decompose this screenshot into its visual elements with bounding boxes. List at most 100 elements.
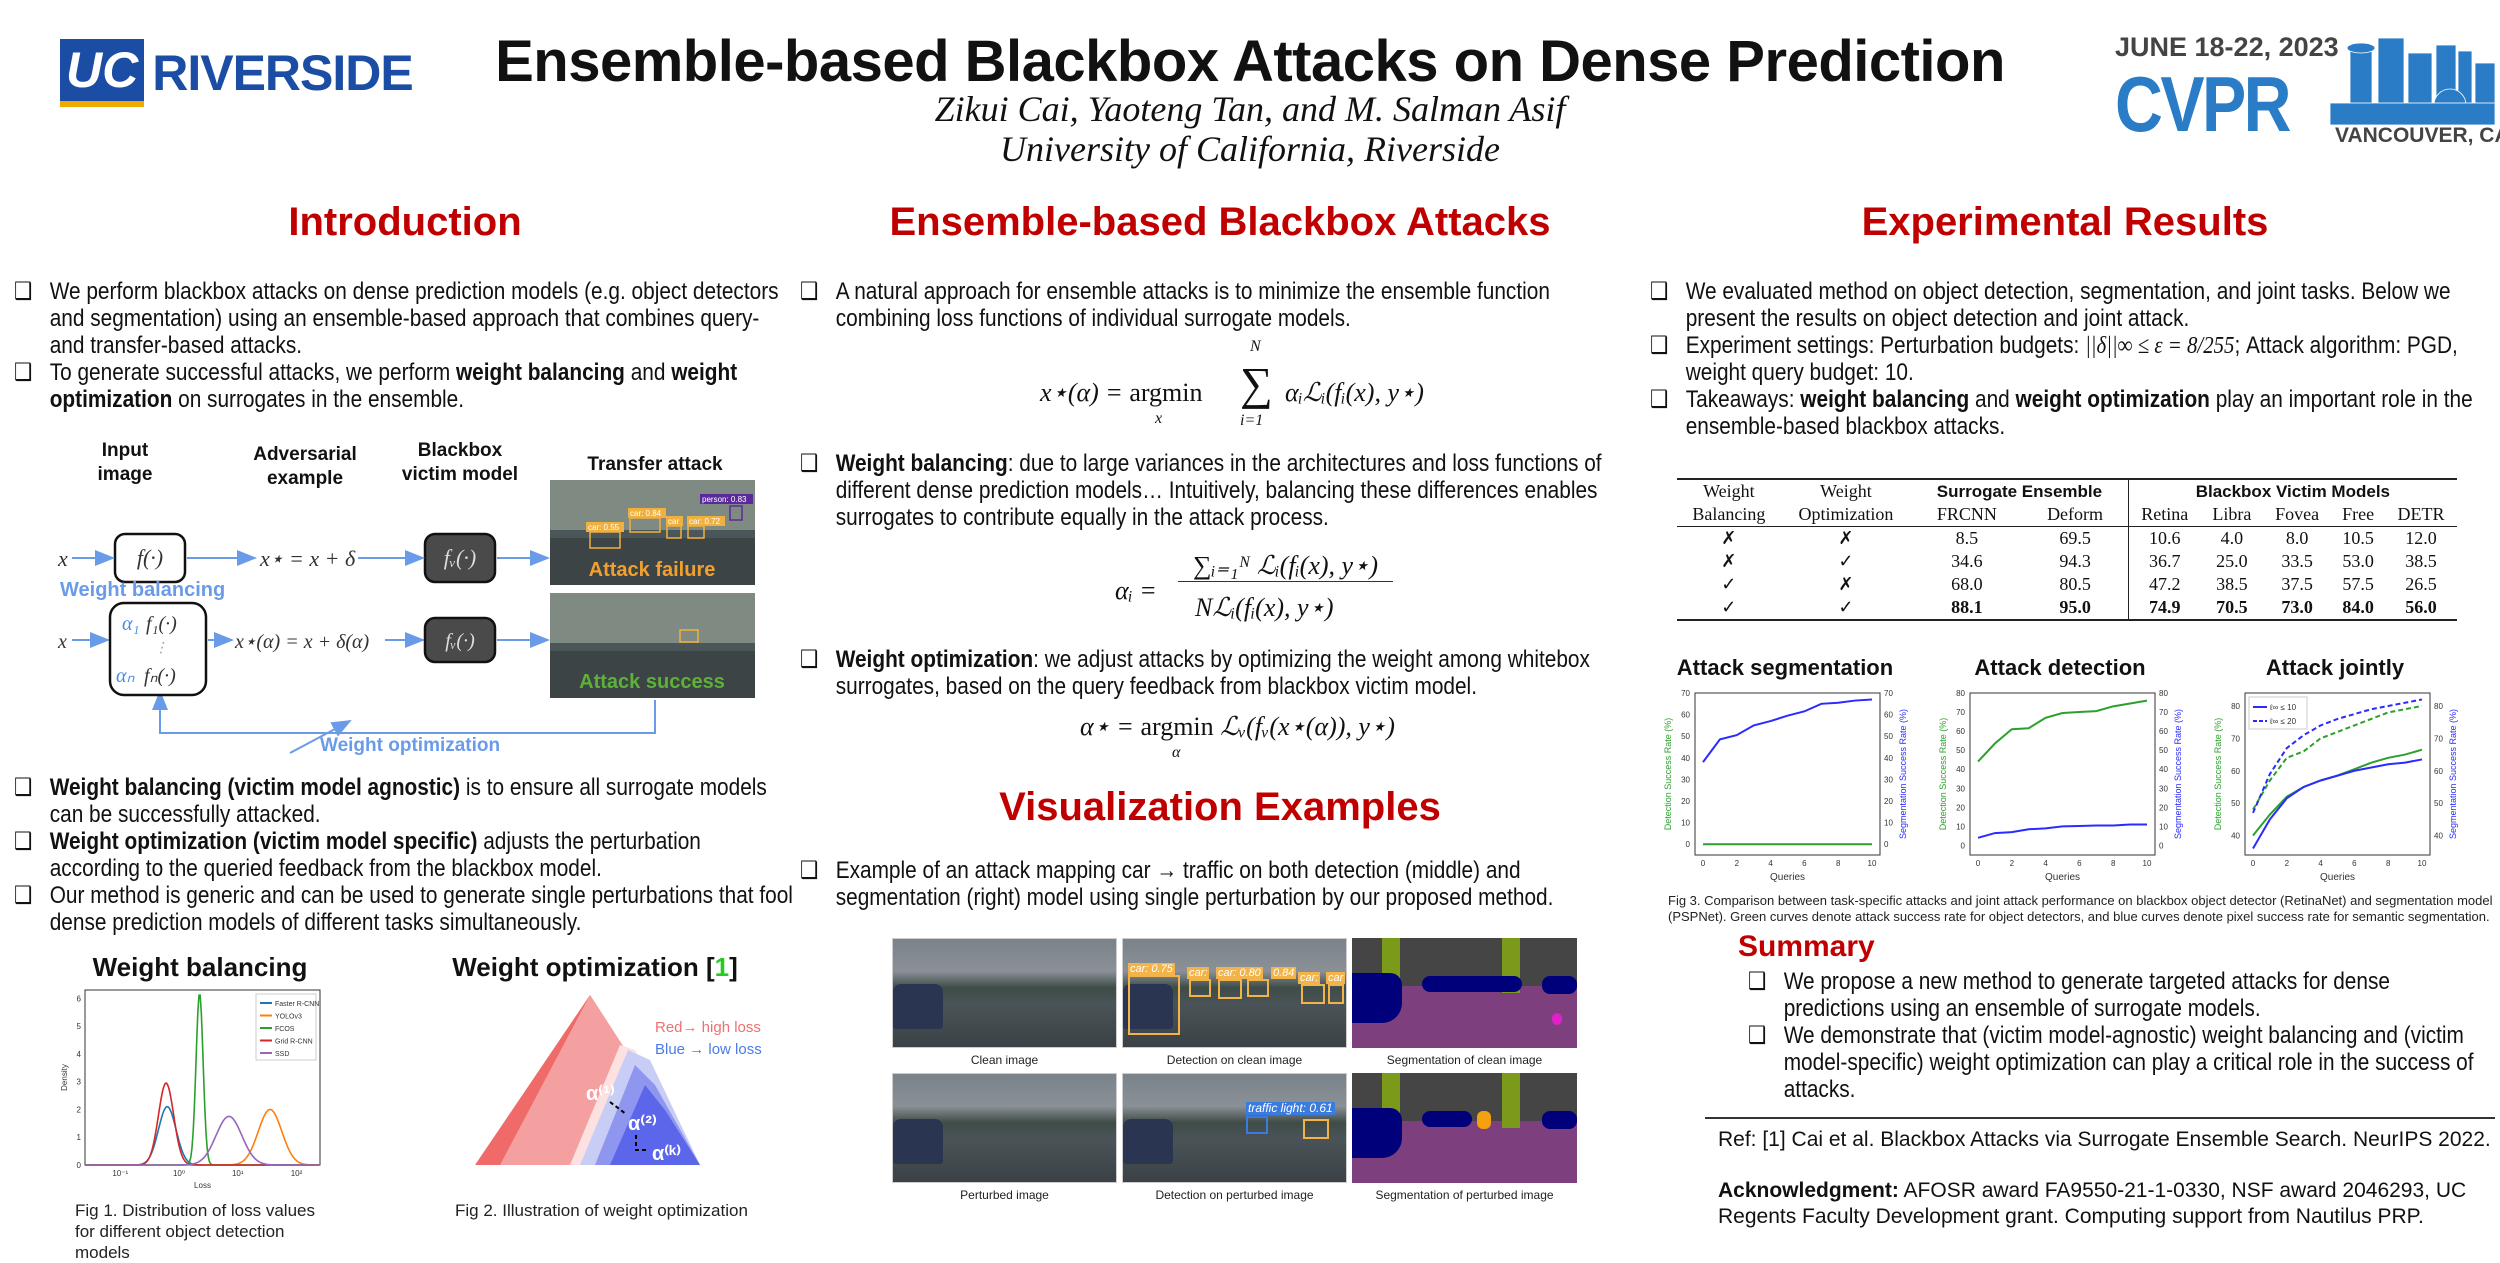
y-tick-label: 20 (1956, 803, 1965, 812)
var-x: x (57, 546, 68, 571)
det-label: car (668, 517, 679, 526)
legend-label: ℓ∞ ≤ 20 (2269, 717, 2297, 726)
checkbox-bullet-icon (14, 359, 32, 386)
y2-tick-label: 10 (1884, 819, 1893, 828)
y-tick-label: 80 (2231, 702, 2240, 711)
checkbox-bullet-icon (14, 828, 32, 855)
eq-under: x (1155, 410, 1163, 427)
y2-tick-label: 30 (2159, 784, 2168, 793)
label-transfer-attack: Transfer attack (587, 454, 723, 475)
y2-axis-label: Segmentation Success Rate (%) (2448, 709, 2458, 839)
value-cell: 68.0 (1951, 574, 1983, 594)
legend-label: FCOS (275, 1026, 295, 1033)
vis-bullets: Example of an attack mapping car → traff… (800, 857, 1610, 911)
label-victim-model: victim model (402, 464, 518, 485)
caption: Detection on perturbed image (1155, 1188, 1314, 1202)
det-label: car: (1298, 972, 1321, 984)
surrogate-f: f(·) (137, 545, 163, 570)
ucr-logo-name: RIVERSIDE (152, 45, 414, 101)
y2-tick-label: 70 (2159, 708, 2168, 717)
y-tick-label: 10 (1956, 822, 1965, 831)
section-title-summary: Summary (1738, 930, 1875, 963)
summary-bullets: We propose a new method to generate targ… (1748, 968, 2478, 1103)
y2-tick-label: 60 (1884, 711, 1893, 720)
f-n: fₙ(·) (144, 665, 176, 687)
col-header: Balancing (1692, 504, 1766, 524)
bullet-text: ; Attack algorithm: PGD, weight query bu… (1685, 332, 2458, 386)
alpha-k-label: α⁽ᵏ⁾ (652, 1143, 681, 1165)
method-bullet: A natural approach for ensemble attacks … (800, 278, 1610, 332)
alpha-1: α₁ (122, 613, 139, 635)
x-tick-label: 8 (2386, 859, 2391, 868)
bullet-text: is to ensure all surrogate models can be… (49, 774, 767, 828)
poster-title: Ensemble-based Blackbox Attacks on Dense… (495, 29, 2005, 94)
chart-title: Attack jointly (2265, 655, 2405, 680)
legend-label: Grid R-CNN (275, 1039, 313, 1046)
surrogate-box (113, 532, 187, 584)
y2-tick-label: 40 (1884, 754, 1893, 763)
det-label: car: (1187, 967, 1210, 979)
perturbed-image (892, 1073, 1117, 1183)
y2-tick-label: 80 (2159, 689, 2168, 698)
bullet-text: To generate successful attacks, we perfo… (49, 359, 456, 386)
detection-clean-image: car: 0.75 car: car: 0.80 0.84 car: car (1122, 938, 1347, 1048)
y-tick-label: 0 (1686, 840, 1691, 849)
section-title-results: Experimental Results (1861, 200, 2269, 244)
y-axis-label: Detection Success Rate (%) (1663, 718, 1673, 831)
value-cell: 26.5 (2405, 574, 2437, 594)
group-header-surrogate: Surrogate Ensemble (1936, 481, 2103, 501)
adv-example-eq: x⋆ = x + δ (259, 546, 356, 571)
weight-balancing-label: Weight balancing (60, 579, 225, 601)
value-cell: 12.0 (2405, 528, 2437, 548)
results-bullet: Experiment settings: Perturbation budget… (1650, 332, 2490, 386)
caption: Segmentation of perturbed image (1375, 1188, 1554, 1202)
intro-bullet: Weight balancing (victim model agnostic)… (14, 774, 794, 828)
value-cell: 37.5 (2281, 574, 2313, 594)
legend-label: ℓ∞ ≤ 10 (2269, 703, 2297, 712)
y-tick-label: 5 (77, 1022, 82, 1031)
col-header: Deform (2047, 504, 2104, 524)
value-cell: 84.0 (2342, 597, 2374, 617)
bold-term: Weight balancing (victim model agnostic) (49, 774, 461, 801)
intro-bullet: We perform blackbox attacks on dense pre… (14, 278, 794, 359)
value-cell: 53.0 (2342, 551, 2374, 571)
weight-balancing-cell: ✗ (1721, 551, 1737, 571)
bullet-text: : due to large variances in the architec… (835, 450, 1602, 531)
citation-link[interactable]: 1 (714, 952, 730, 982)
cvpr-dates: JUNE 18-22, 2023 (2115, 32, 2339, 62)
legend-label: SSD (275, 1051, 289, 1058)
series-line-segmentation (1702, 698, 1873, 763)
method-bullet: Weight optimization: we adjust attacks b… (800, 646, 1610, 700)
affiliation: University of California, Riverside (1000, 129, 1500, 169)
x-tick-label: 4 (2318, 859, 2323, 868)
plot-frame (2244, 692, 2431, 856)
checkbox-bullet-icon (1650, 386, 1668, 413)
value-cell: 95.0 (2059, 597, 2091, 617)
victim-fv: fᵥ(·) (444, 545, 476, 570)
bold-term: weight balancing (1800, 386, 1970, 413)
x-axis-label: Loss (194, 1181, 211, 1190)
bold-term: weight balancing (455, 359, 625, 386)
x-tick-label: 8 (1836, 859, 1841, 868)
victim-fv: fᵥ(·) (445, 630, 475, 652)
eq-sum: ∑ (1240, 358, 1273, 409)
det-label: person: 0.83 (702, 495, 747, 504)
y-tick-label: 40 (2231, 832, 2240, 841)
y-tick-label: 60 (1681, 711, 1690, 720)
weight-balancing-cell: ✓ (1721, 597, 1737, 617)
vis-bullet: Example of an attack mapping car → traff… (800, 857, 1610, 911)
fig2-title-text: ] (729, 952, 738, 982)
bullet-text: We evaluated method on object detection,… (1685, 278, 2451, 332)
density-curve-grid-r-cnn (85, 1082, 319, 1166)
y2-tick-label: 50 (1884, 732, 1893, 741)
intro-bullets: We perform blackbox attacks on dense pre… (14, 278, 794, 413)
x-tick-label: 8 (2111, 859, 2116, 868)
y2-tick-label: 50 (2159, 746, 2168, 755)
fig2-caption: Fig 2. Illustration of weight optimizati… (455, 1201, 748, 1220)
x-tick-label: 4 (2043, 859, 2048, 868)
det-label-traffic-light: traffic light: 0.61 (1246, 1101, 1335, 1115)
bullet-text: play an important role in the ensemble-b… (1685, 386, 2473, 440)
